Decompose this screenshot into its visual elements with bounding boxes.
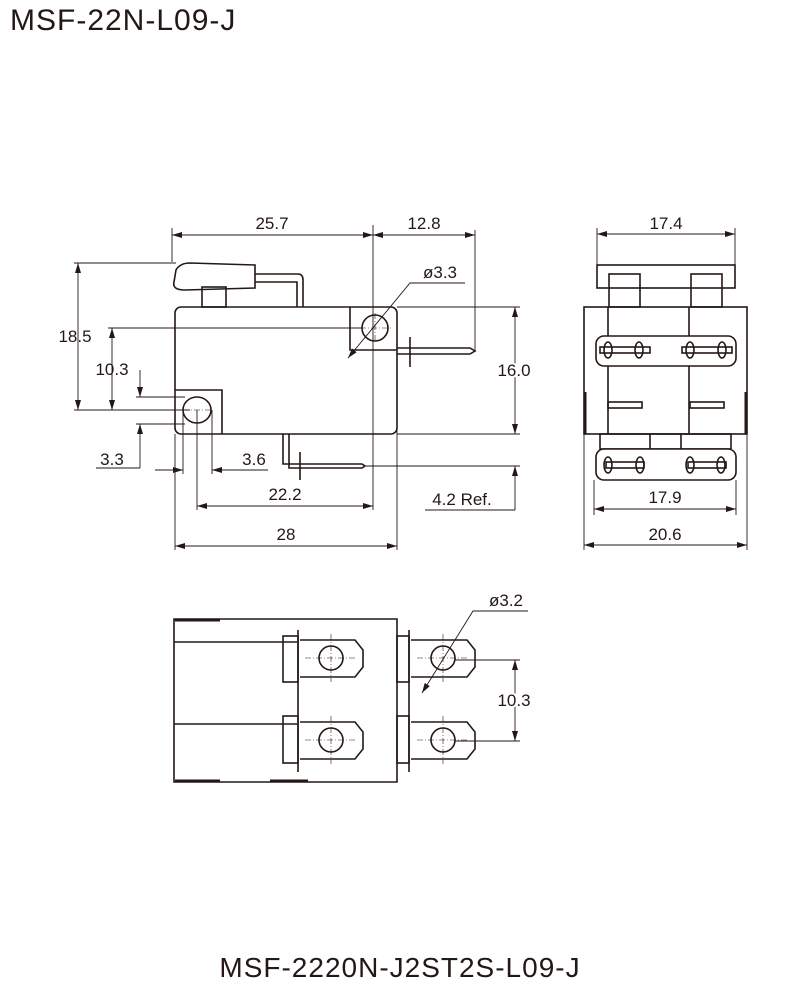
lever-wire <box>255 273 304 307</box>
no-terminal <box>282 434 367 469</box>
dim-16-0: 16.0 <box>497 361 530 380</box>
dim-17-4: 17.4 <box>649 214 682 233</box>
side-view: 17.4 17.9 20.6 <box>583 214 748 550</box>
part-number: MSF-2220N-J2ST2S-L09-J <box>219 952 581 983</box>
dim-3-2: ø3.2 <box>489 591 523 610</box>
bottom-view: ø3.2 10.3 <box>173 591 533 783</box>
model-title: MSF-22N-L09-J <box>10 4 237 37</box>
lever <box>172 262 256 291</box>
bottom-body <box>173 618 398 783</box>
dim-28: 28 <box>277 525 296 544</box>
hole-housing-left <box>175 389 223 434</box>
dim-bottom-10-3: 10.3 <box>497 691 530 710</box>
dim-20-6: 20.6 <box>648 525 681 544</box>
dim-4-2-ref: 4.2 Ref. <box>432 490 492 509</box>
dim-3-3: 3.3 <box>100 450 124 469</box>
dim-10-3: 10.3 <box>95 360 128 379</box>
dim-hole-dia: ø3.3 <box>423 263 457 282</box>
hole-housing <box>349 307 397 351</box>
dim-22-2: 22.2 <box>268 485 301 504</box>
switch-body <box>174 306 398 435</box>
dim-18-5: 18.5 <box>58 327 91 346</box>
dim-17-9: 17.9 <box>648 488 681 507</box>
dim-25-7: 25.7 <box>255 214 288 233</box>
com-terminal <box>397 347 477 355</box>
plunger <box>201 286 227 308</box>
front-view: 25.7 12.8 ø3.3 18.5 10.3 3.3 3.6 22.2 28 <box>58 214 533 550</box>
dim-12-8: 12.8 <box>407 214 440 233</box>
actuator-cap <box>596 264 736 289</box>
dim-3-6: 3.6 <box>242 450 266 469</box>
